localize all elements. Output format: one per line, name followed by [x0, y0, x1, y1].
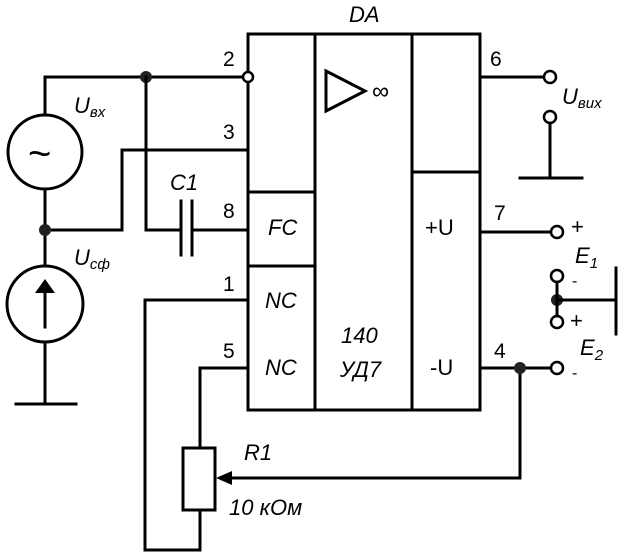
input-wiring: C1 ~ Uвх Uсф	[5, 70, 255, 406]
output-ground-terminal	[542, 109, 558, 125]
pin-number-3: 3	[223, 121, 235, 144]
pin-label-nc5: NC	[265, 355, 297, 380]
op-amp-chip: ∞ DA 140 УД7 FC NC NC +U -U	[246, 2, 482, 412]
pin-number-6: 6	[490, 48, 502, 71]
ac-source-tilde-icon: ~	[28, 132, 51, 176]
minus-supply-sign: -	[572, 365, 577, 382]
inverting-input-terminal	[241, 70, 255, 84]
resistor-r1	[181, 446, 217, 512]
e2-terminal	[549, 314, 565, 330]
pin-label-nc1: NC	[265, 288, 297, 313]
wiper-arrow-icon	[216, 471, 232, 485]
gain-symbol: ∞	[372, 78, 389, 105]
minus-supply-terminal	[549, 360, 565, 376]
output-voltage-label: Uвих	[562, 84, 602, 112]
pin-number-1: 1	[223, 273, 235, 296]
pin-number-8: 8	[223, 200, 235, 223]
pin-label-fc: FC	[268, 215, 297, 240]
e1-terminal	[549, 268, 565, 284]
plus-supply-terminal	[549, 224, 565, 240]
chip-name: DA	[349, 2, 380, 27]
resistor-label: R1	[244, 440, 272, 465]
chip-model-series: УД7	[339, 357, 382, 382]
plus-supply-sign: +	[571, 214, 584, 239]
output-wiring: Uвих + -	[478, 69, 602, 382]
pin-number-7: 7	[494, 202, 506, 225]
junction-dot-mid	[39, 224, 51, 236]
pin-numbers: 2 3 8 1 5 6 7 4	[223, 48, 506, 363]
chip-model-number: 140	[341, 323, 378, 348]
ac-source: ~	[6, 113, 84, 191]
common-voltage-label: Uсф	[74, 245, 110, 273]
e1-minus-sign: -	[572, 273, 577, 290]
input-voltage-label: Uвх	[74, 93, 106, 121]
capacitor-label: C1	[170, 170, 198, 195]
capacitor-c1	[179, 199, 194, 257]
e1-label: E1	[575, 243, 598, 272]
supply-connector: - + E1 E2	[549, 243, 618, 364]
pin-number-5: 5	[223, 340, 235, 363]
e2-plus-sign: +	[570, 308, 583, 333]
e2-label: E2	[580, 335, 604, 364]
pin-number-4: 4	[494, 340, 506, 363]
junction-dot-right	[514, 362, 526, 374]
op-amp-triangle-icon	[324, 68, 369, 114]
arrow-up-icon	[35, 279, 55, 293]
dc-source	[5, 264, 85, 344]
pin-number-2: 2	[223, 48, 235, 71]
resistor-value: 10 кОм	[229, 495, 302, 520]
pin-label-minus-u: -U	[430, 355, 453, 380]
pin-label-plus-u: +U	[425, 215, 454, 240]
offset-null-wiring: R1 10 кОм	[143, 298, 522, 552]
output-terminal	[542, 69, 558, 85]
